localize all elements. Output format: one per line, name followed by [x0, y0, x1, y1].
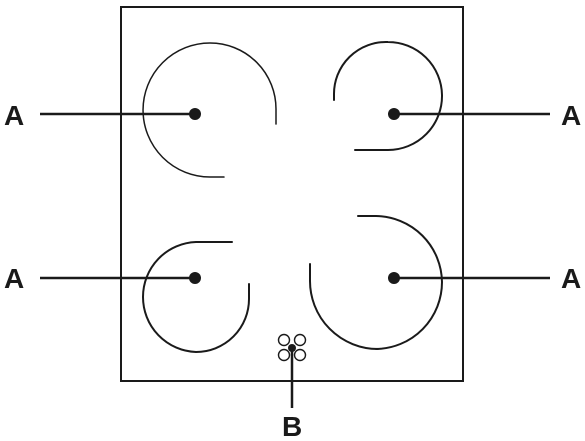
hob-surface: [120, 6, 464, 382]
callout-label-top-left: A: [4, 100, 24, 131]
cooking-zone-bottom-right: [308, 215, 444, 350]
cooking-zone-top-right: [332, 40, 444, 151]
cooking-zone-top-left: [142, 42, 277, 178]
callout-label-control: B: [282, 411, 302, 441]
callout-label-top-right: A: [561, 100, 581, 131]
callout-label-bottom-left: A: [4, 263, 24, 294]
callout-label-bottom-right: A: [561, 263, 581, 294]
leader-dot-bottom-left: [189, 272, 201, 284]
fan-icon: [277, 333, 307, 362]
leader-dot-top-right: [388, 108, 400, 120]
cooking-zone-bottom-left: [141, 241, 250, 354]
leader-dot-top-left: [189, 108, 201, 120]
leader-dot-bottom-right: [388, 272, 400, 284]
